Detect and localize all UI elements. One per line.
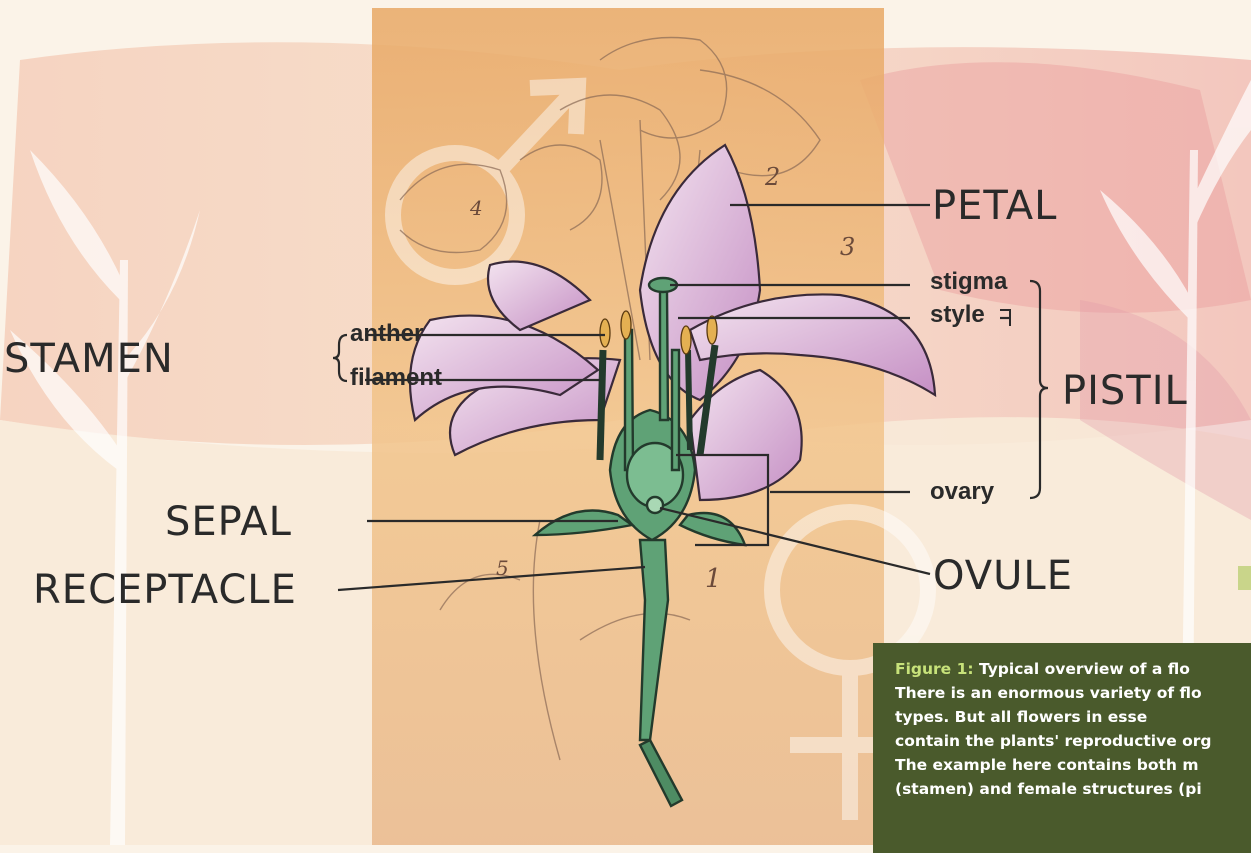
label-sepal: SEPAL bbox=[165, 502, 292, 542]
sketch-number-1: 1 bbox=[705, 564, 722, 594]
edge-tag bbox=[1238, 566, 1251, 590]
label-receptacle: RECEPTACLE bbox=[33, 570, 297, 610]
sketch-number-2: 2 bbox=[764, 163, 780, 191]
label-stamen: STAMEN bbox=[4, 339, 174, 379]
label-style: style bbox=[930, 303, 985, 327]
caption-line-5: The example here contains both m bbox=[895, 753, 1247, 777]
sketch-number-3: 3 bbox=[840, 233, 855, 261]
label-stigma: stigma bbox=[930, 270, 1007, 294]
caption-line-6: (stamen) and female structures (pi bbox=[895, 777, 1247, 801]
label-pistil: PISTIL bbox=[1062, 371, 1188, 411]
figure-caption: Figure 1: Typical overview of a flo Ther… bbox=[873, 643, 1251, 853]
caption-line-1: Figure 1: Typical overview of a flo bbox=[895, 657, 1247, 681]
label-filament: filament bbox=[350, 366, 442, 390]
caption-line-1-text: Typical overview of a flo bbox=[974, 660, 1190, 678]
caption-line-3: types. But all flowers in esse bbox=[895, 705, 1247, 729]
label-petal: PETAL bbox=[932, 186, 1057, 226]
caption-figure-label: Figure 1: bbox=[895, 660, 974, 678]
label-anther: anther bbox=[350, 322, 423, 346]
sketch-number-4: 4 bbox=[469, 196, 483, 220]
label-ovary: ovary bbox=[930, 480, 994, 504]
caption-line-4: contain the plants' reproductive org bbox=[895, 729, 1247, 753]
label-ovule: OVULE bbox=[933, 556, 1073, 596]
caption-line-2: There is an enormous variety of flo bbox=[895, 681, 1247, 705]
